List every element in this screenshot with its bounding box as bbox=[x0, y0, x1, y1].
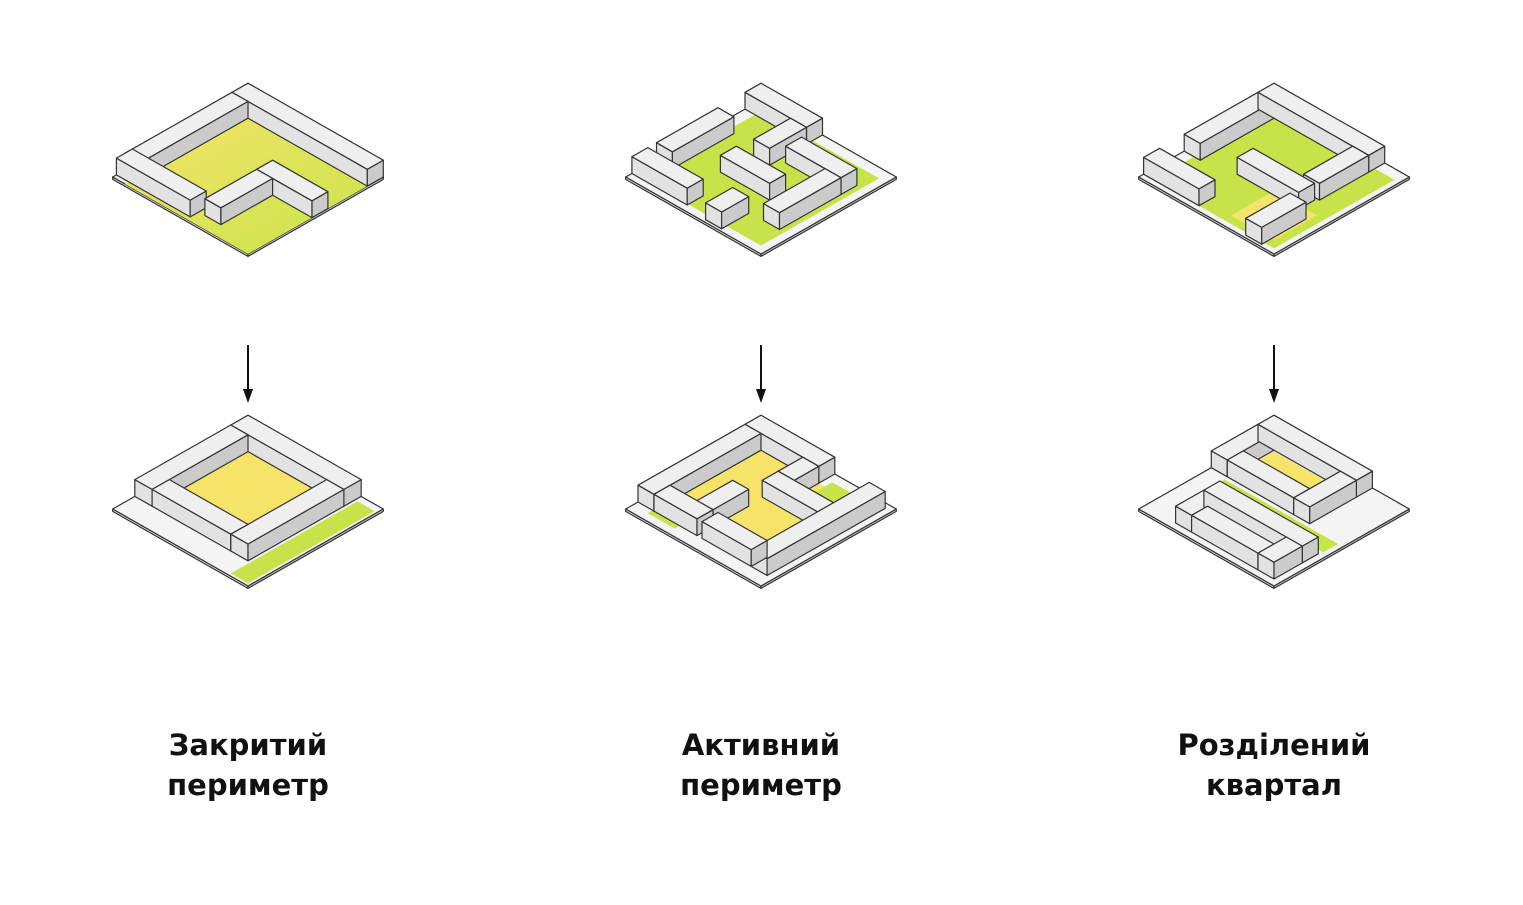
building-roof bbox=[1302, 145, 1370, 184]
building-roof bbox=[1245, 192, 1307, 228]
building-roof bbox=[256, 159, 329, 202]
building-roof bbox=[115, 148, 207, 201]
building-roof bbox=[762, 168, 842, 214]
building-roof bbox=[752, 117, 808, 149]
caption-closed-line1: Закритий bbox=[168, 728, 328, 762]
block-split-before bbox=[1138, 82, 1410, 257]
building-roof bbox=[1257, 536, 1303, 563]
block-closed-before bbox=[112, 82, 384, 257]
block-active-after bbox=[625, 414, 897, 590]
caption-closed-line2: периметр bbox=[167, 768, 329, 802]
block-active-before bbox=[625, 82, 897, 257]
building-roof bbox=[231, 82, 384, 170]
building-roof bbox=[1293, 470, 1358, 508]
building-roof bbox=[1142, 147, 1216, 190]
courtyard-patch bbox=[230, 501, 375, 584]
building-roof bbox=[719, 145, 787, 184]
block-split-after bbox=[1138, 414, 1410, 590]
caption-split-line1: Розділений bbox=[1177, 728, 1371, 762]
arrow-split bbox=[1269, 345, 1279, 403]
building-roof bbox=[653, 484, 714, 520]
caption-split-line2: квартал bbox=[1206, 768, 1342, 802]
building-roof bbox=[230, 479, 345, 545]
building-roof bbox=[631, 147, 704, 189]
caption-active-line2: периметр bbox=[680, 768, 842, 802]
caption-closed-perimeter: Закритий периметр bbox=[98, 725, 398, 805]
caption-active-perimeter: Активний периметр bbox=[611, 725, 911, 805]
caption-split-block: Розділений квартал bbox=[1124, 725, 1424, 805]
building-roof bbox=[655, 107, 735, 153]
building-roof bbox=[750, 481, 886, 560]
building-roof bbox=[204, 168, 274, 209]
block-closed-after bbox=[112, 414, 384, 590]
building-roof bbox=[704, 186, 750, 213]
arrow-closed bbox=[243, 345, 253, 403]
caption-active-line1: Активний bbox=[681, 728, 841, 762]
building-roof bbox=[1236, 147, 1316, 193]
building-roof bbox=[701, 511, 768, 551]
arrow-active bbox=[756, 345, 766, 403]
